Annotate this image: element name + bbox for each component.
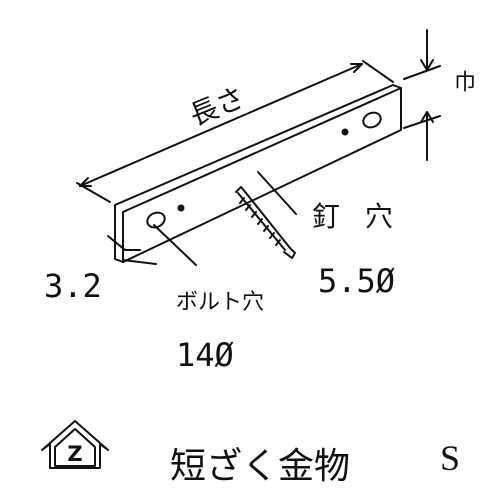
nail-hole-size-label: 5.5Ø [318,262,396,300]
nail-hole-left [177,204,185,212]
nail-hole-label: 釘 穴 [312,200,401,233]
nail-hole-right [341,128,349,136]
leader-lines [107,171,297,266]
nail [235,186,296,259]
z-logo-icon [41,420,109,469]
bolt-hole-right [362,111,382,129]
bolt-hole-label: ボルト穴 [176,290,265,315]
bolt-hole-size-label: 14Ø [176,336,234,374]
logo-letter: Z [67,442,82,466]
caption-size: S [440,438,461,478]
strap-plate [114,84,402,263]
thickness-label: 3.2 [44,267,102,305]
width-label: 巾 [450,70,475,92]
caption-title: 短ざく金物 [170,446,351,487]
bolt-hole-left [146,211,166,229]
width-dimension [403,29,441,161]
length-dimension [76,60,394,203]
